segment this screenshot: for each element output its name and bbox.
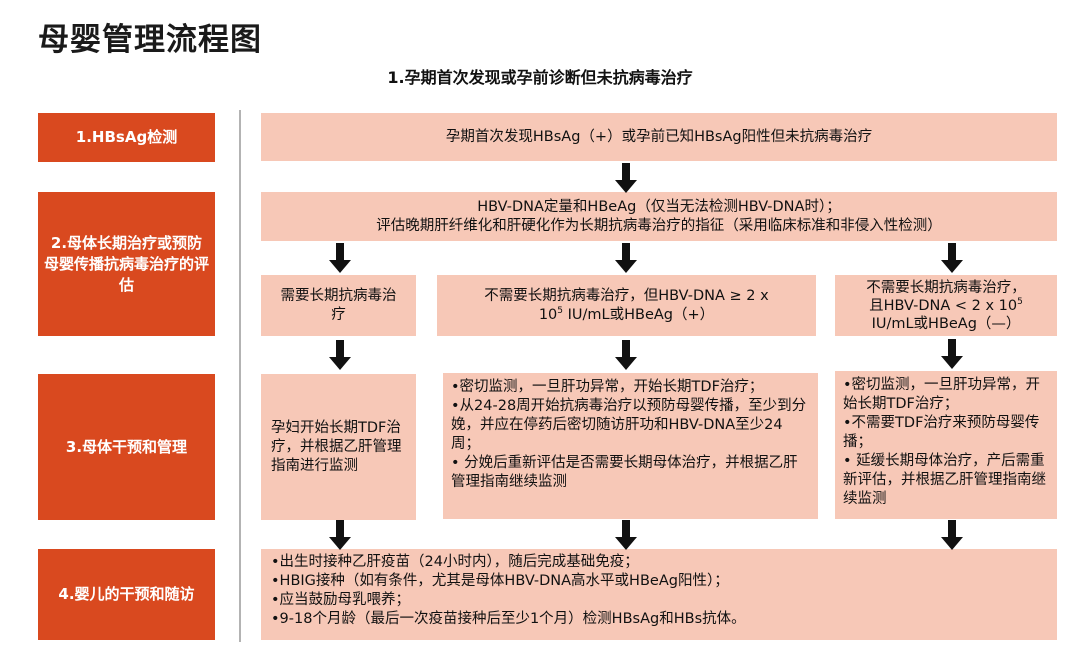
branch-low-dna-line-1: 不需要长期抗病毒治疗， bbox=[866, 279, 1026, 296]
arrow-down-icon bbox=[615, 340, 637, 370]
assessment-line-2: 评估晚期肝纤维化和肝硬化作为长期抗病毒治疗的指征（采用临床标准和非侵入性检测） bbox=[376, 217, 942, 234]
arrow-down-icon bbox=[329, 243, 351, 273]
branch-low-dna-box: 不需要长期抗病毒治疗， 且HBV-DNA < 2 x 105 IU/mL或HBe… bbox=[835, 275, 1057, 336]
intervention-mid-item: •从24-28周开始抗病毒治疗以预防母婴传播，至少到分娩，并应在停药后密切随访肝… bbox=[451, 398, 807, 452]
intervention-right-item: •不需要TDF治疗来预防母婴传播； bbox=[843, 415, 1040, 450]
step-label-4: 4.婴儿的干预和随访 bbox=[38, 549, 215, 640]
intervention-right-item: • 延缓长期母体治疗，产后需重新评估，并根据乙肝管理指南继续监测 bbox=[843, 453, 1046, 507]
step-label-3: 3.母体干预和管理 bbox=[38, 374, 215, 520]
infant-item: •HBIG接种（如有条件，尤其是母体HBV-DNA高水平或HBeAg阳性）； bbox=[271, 573, 729, 589]
arrow-down-icon bbox=[329, 520, 351, 550]
branch-needs-long-term-box: 需要长期抗病毒治疗 bbox=[261, 275, 416, 336]
arrow-down-icon bbox=[941, 520, 963, 550]
step-label-1: 1.HBsAg检测 bbox=[38, 113, 215, 162]
vertical-divider bbox=[239, 110, 241, 642]
branch-high-dna-box: 不需要长期抗病毒治疗，但HBV-DNA ≥ 2 x 105 IU/mL或HBeA… bbox=[437, 275, 816, 336]
intervention-right-box: •密切监测，一旦肝功异常，开始长期TDF治疗； •不需要TDF治疗来预防母婴传播… bbox=[835, 371, 1057, 519]
arrow-down-icon bbox=[941, 339, 963, 369]
branch-low-dna-line-2: 且HBV-DNA < 2 x 105 bbox=[869, 296, 1023, 314]
branch-high-dna-line-2: 105 IU/mL或HBeAg（+） bbox=[538, 305, 715, 323]
assessment-box: HBV-DNA定量和HBeAg（仅当无法检测HBV-DNA时）； 评估晚期肝纤维… bbox=[261, 192, 1057, 241]
detect-box: 孕期首次发现HBsAg（+）或孕前已知HBsAg阳性但未抗病毒治疗 bbox=[261, 113, 1057, 161]
intervention-left-text: 孕妇开始长期TDF治疗，并根据乙肝管理指南进行监测 bbox=[271, 419, 402, 474]
flow-subtitle: 1.孕期首次发现或孕前诊断但未抗病毒治疗 bbox=[387, 68, 693, 87]
arrow-down-icon bbox=[615, 520, 637, 550]
intervention-left-box: 孕妇开始长期TDF治疗，并根据乙肝管理指南进行监测 bbox=[261, 374, 416, 520]
intervention-mid-box: •密切监测，一旦肝功异常，开始长期TDF治疗； •从24-28周开始抗病毒治疗以… bbox=[443, 373, 818, 519]
branch-high-dna-line-1: 不需要长期抗病毒治疗，但HBV-DNA ≥ 2 x bbox=[484, 287, 769, 304]
step-label-2: 2.母体长期治疗或预防母婴传播抗病毒治疗的评估 bbox=[38, 192, 215, 336]
assessment-line-1: HBV-DNA定量和HBeAg（仅当无法检测HBV-DNA时）； bbox=[477, 198, 841, 215]
arrow-down-icon bbox=[941, 243, 963, 273]
infant-item: •出生时接种乙肝疫苗（24小时内），随后完成基础免疫； bbox=[271, 554, 639, 570]
intervention-right-item: •密切监测，一旦肝功异常，开始长期TDF治疗； bbox=[843, 377, 1041, 412]
arrow-down-icon bbox=[615, 163, 637, 193]
infant-item: •9-18个月龄（最后一次疫苗接种后至少1个月）检测HBsAg和HBs抗体。 bbox=[271, 611, 746, 627]
intervention-mid-item: • 分娩后重新评估是否需要长期母体治疗，并根据乙肝管理指南继续监测 bbox=[451, 455, 798, 490]
branch-low-dna-line-3: IU/mL或HBeAg（—） bbox=[871, 315, 1021, 332]
intervention-mid-item: •密切监测，一旦肝功异常，开始长期TDF治疗； bbox=[451, 379, 764, 395]
infant-item: •应当鼓励母乳喂养； bbox=[271, 592, 411, 608]
page-title: 母婴管理流程图 bbox=[38, 22, 262, 58]
arrow-down-icon bbox=[615, 243, 637, 273]
infant-box: •出生时接种乙肝疫苗（24小时内），随后完成基础免疫； •HBIG接种（如有条件… bbox=[261, 549, 1057, 640]
arrow-down-icon bbox=[329, 340, 351, 370]
